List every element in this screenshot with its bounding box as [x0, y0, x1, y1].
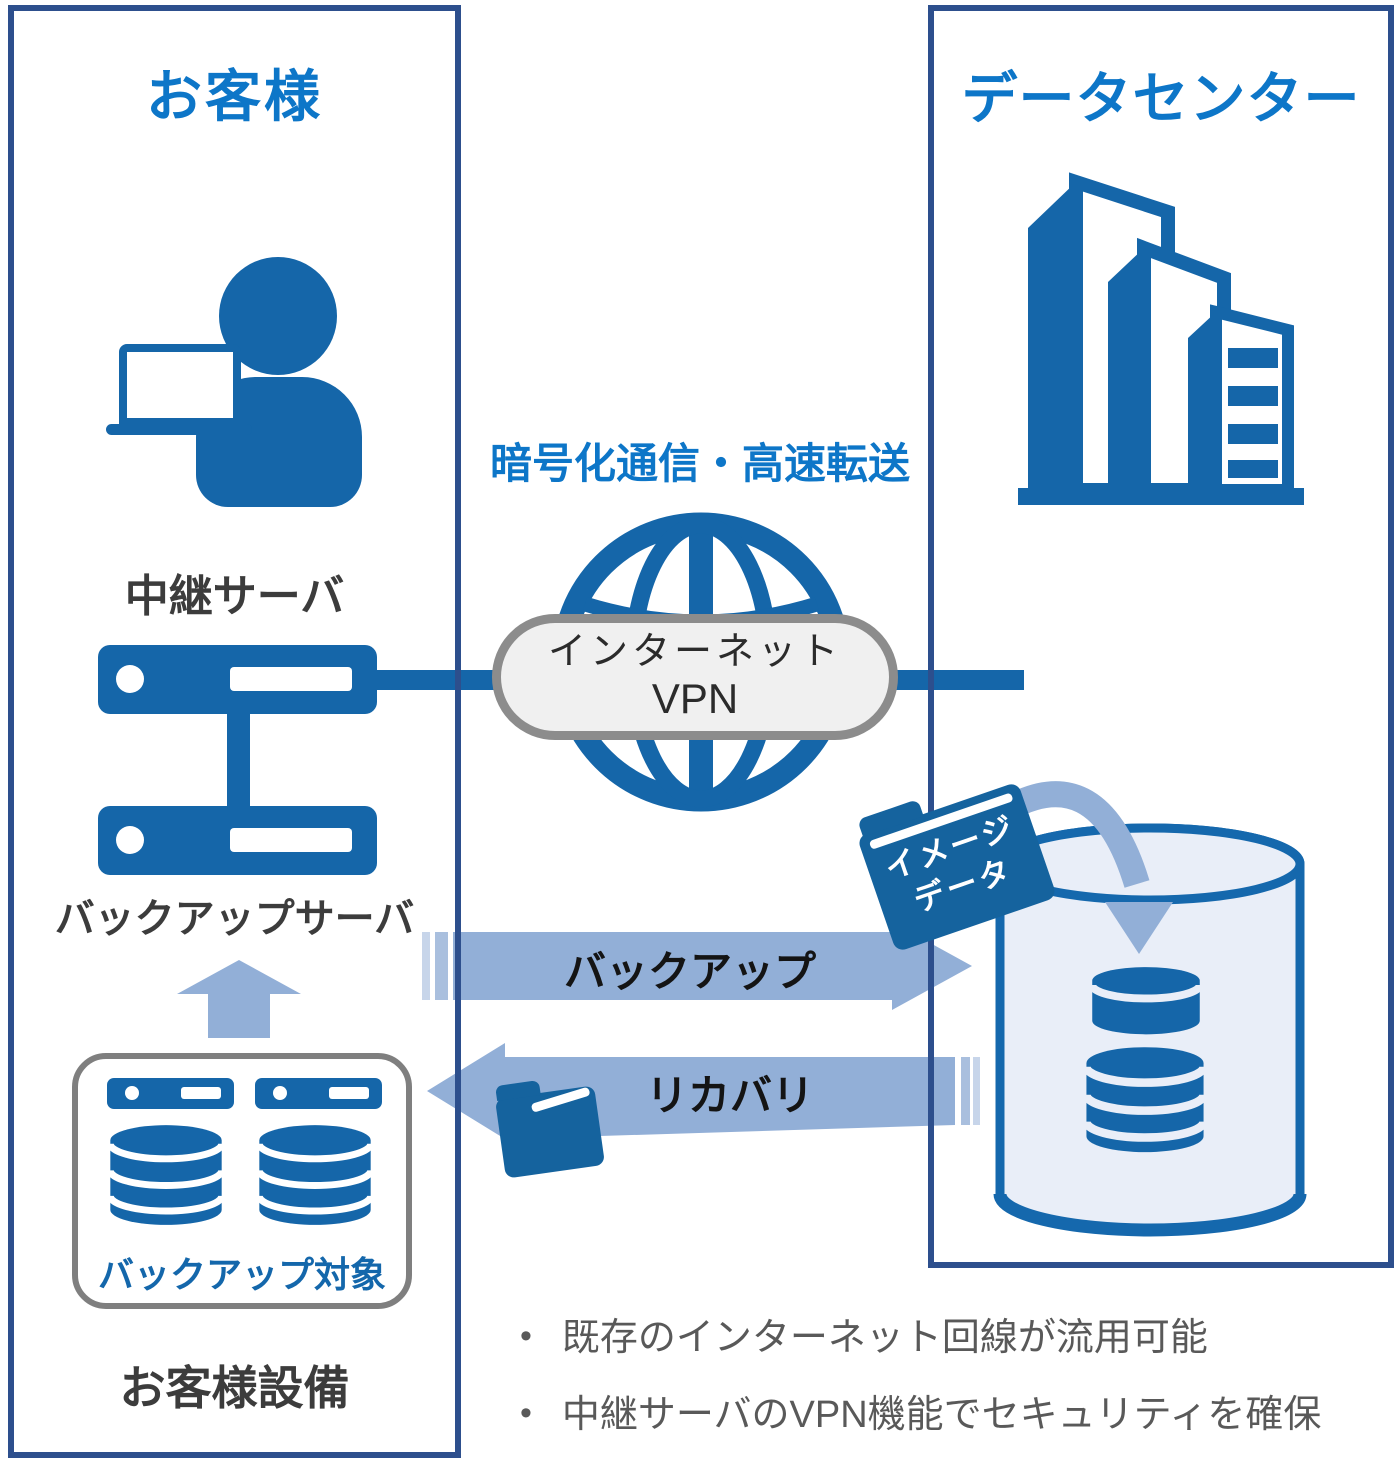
database-icon — [1090, 967, 1202, 1035]
backup-target-label: バックアップ対象 — [97, 1254, 386, 1295]
up-arrow-icon — [177, 960, 301, 1038]
server-connector — [227, 712, 250, 808]
note-item: • 中継サーバのVPN機能でセキュリティを確保 — [520, 1391, 1390, 1440]
notes-list: • 既存のインターネット回線が流用可能 • 中継サーバのVPN機能でセキュリティ… — [520, 1314, 1390, 1465]
server-slot — [230, 828, 352, 852]
network-line-left — [377, 670, 512, 690]
server-led — [273, 1086, 287, 1100]
backup-server-icon — [98, 806, 377, 875]
recovery-arrow-label: リカバリ — [645, 1072, 814, 1119]
customer-title: お客様 — [146, 65, 323, 128]
target-server-icon — [255, 1078, 382, 1109]
target-server-icon — [107, 1078, 234, 1109]
network-line-right — [878, 670, 1024, 690]
database-icon — [108, 1125, 224, 1225]
note-item: • 既存のインターネット回線が流用可能 — [520, 1314, 1390, 1363]
laptop-base-icon — [106, 424, 252, 435]
backup-arrow-label: バックアップ — [563, 948, 816, 995]
laptop-icon — [119, 344, 241, 426]
database-icon — [1084, 1047, 1206, 1153]
server-led — [125, 1086, 139, 1100]
note-text: 中継サーバのVPN機能でセキュリティを確保 — [561, 1394, 1322, 1437]
backup-server-label: バックアップサーバ — [54, 897, 415, 941]
note-text: 既存のインターネット回線が流用可能 — [561, 1317, 1208, 1359]
relay-server-icon — [98, 645, 377, 714]
server-led — [116, 826, 144, 854]
internet-vpn-pill: インターネット VPN — [492, 614, 898, 740]
server-slot — [329, 1087, 369, 1099]
encrypted-transfer-label: 暗号化通信・高速転送 — [489, 440, 910, 487]
datacenter-building-icon — [1018, 172, 1304, 505]
server-slot — [230, 667, 352, 691]
vpn-pill-line1: インターネット — [547, 631, 842, 673]
server-led — [116, 665, 144, 693]
bullet-icon: • — [520, 1317, 532, 1355]
database-icon — [257, 1125, 373, 1225]
recovery-folder-icon — [494, 1085, 606, 1179]
vpn-pill-line2: VPN — [651, 674, 739, 722]
datacenter-title: データセンター — [961, 67, 1361, 130]
bullet-icon: • — [520, 1394, 532, 1433]
server-slot — [181, 1087, 221, 1099]
backup-arrow-icon — [422, 922, 972, 1010]
customer-equipment-label: お客様設備 — [119, 1362, 350, 1414]
relay-server-label: 中継サーバ — [124, 572, 345, 621]
